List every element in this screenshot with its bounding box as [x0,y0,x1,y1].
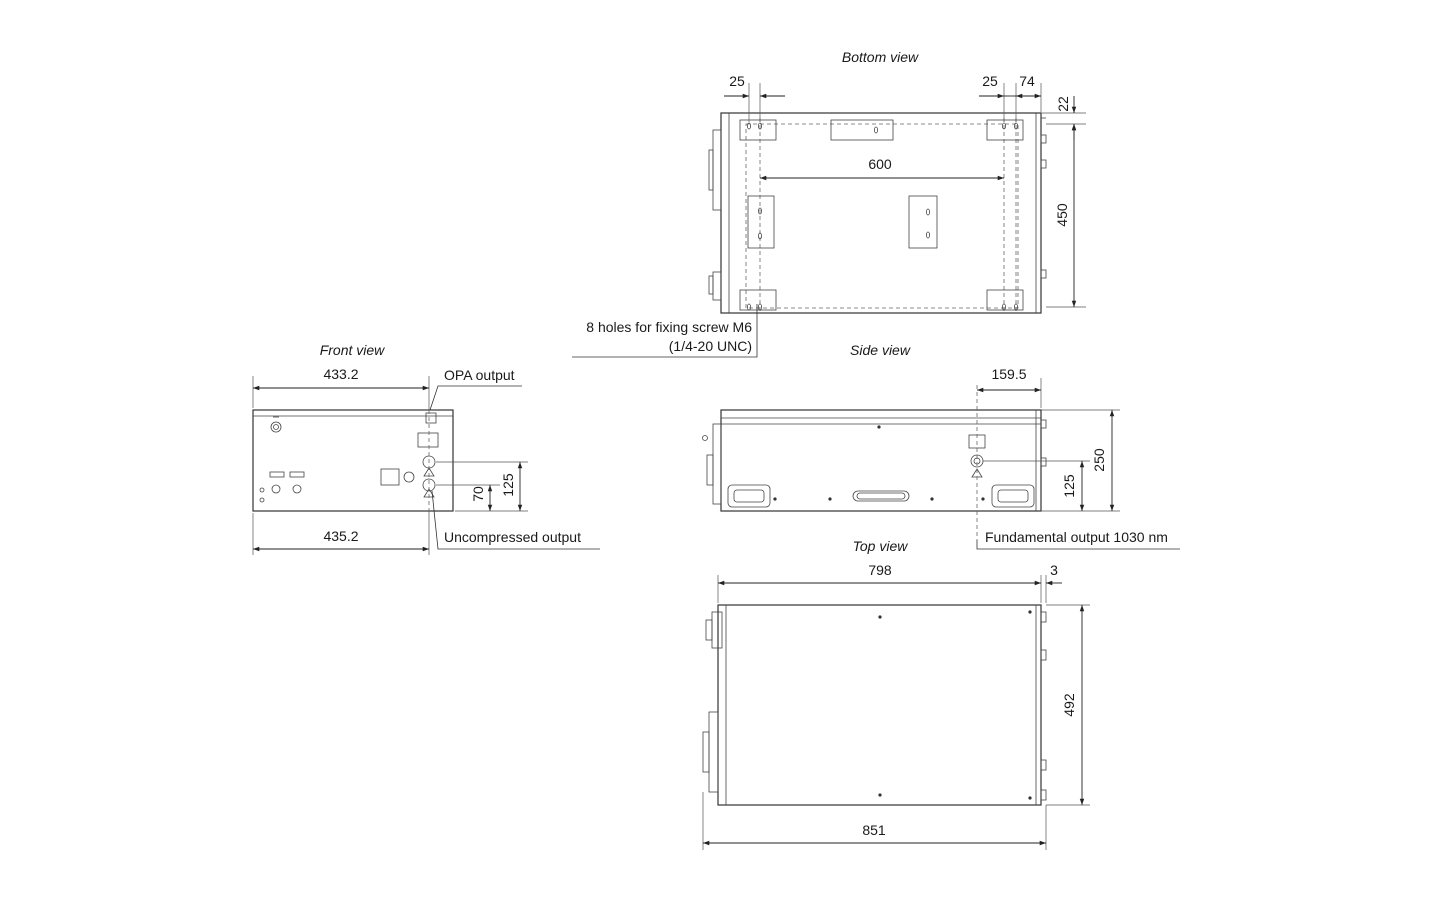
dim-bottom-25-right: 25 [982,73,998,89]
dim-top-3: 3 [1050,562,1058,578]
holes-callout-line1: 8 holes for fixing screw M6 [586,319,752,335]
fixing-holes [747,122,1019,311]
dim-front-435-2: 435.2 [323,528,358,544]
holes-callout-line2: (1/4-20 UNC) [669,338,752,354]
side-handle-left [727,484,771,508]
side-view: Side view 159.5 [702,342,1180,550]
dim-top-798: 798 [868,562,892,578]
dim-bottom-74: 74 [1019,73,1035,89]
front-view-title: Front view [320,342,385,358]
dim-front-125: 125 [500,473,516,497]
dim-bottom-450: 450 [1054,203,1070,227]
bottom-view-title: Bottom view [842,49,919,65]
dim-side-250: 250 [1091,448,1107,472]
dim-bottom-22: 22 [1055,96,1071,112]
dim-bottom-25-left: 25 [729,73,745,89]
foot-plate [830,119,894,141]
dim-front-70: 70 [470,486,486,502]
uncompressed-output-leader [431,490,600,550]
dim-bottom-600: 600 [868,156,892,172]
bracket-plate [747,195,775,249]
front-window [380,468,400,486]
bottom-view: Bottom view [572,49,1086,358]
dim-front-433-2: 433.2 [323,366,358,382]
holes-leader [572,304,758,358]
bracket-plate [908,195,938,249]
dim-side-159-5: 159.5 [991,366,1026,382]
front-view: Front view 433.2 [252,342,600,555]
top-view: Top view 798 3 492 851 [702,538,1090,850]
fundamental-output-leader [976,540,1180,550]
uncompressed-output-label: Uncompressed output [444,529,581,545]
side-housing [720,409,1042,512]
mounting-frame [745,123,1019,309]
top-view-title: Top view [853,538,909,554]
foot-plate [739,119,777,141]
top-housing [717,604,1042,806]
dim-top-492: 492 [1061,693,1077,717]
fundamental-output-label: Fundamental output 1030 nm [985,529,1168,545]
foot-plate [739,289,777,311]
front-housing [252,409,454,512]
bottom-housing [720,112,1042,314]
side-view-title: Side view [850,342,911,358]
front-connectors [259,471,305,503]
opa-output-label: OPA output [444,367,515,383]
side-slot [852,490,910,502]
dim-top-851: 851 [862,822,886,838]
dim-side-125: 125 [1061,474,1077,498]
foot-plate [986,119,1024,141]
opa-output-leader [429,385,522,411]
side-handle-right [991,484,1035,508]
front-port [403,471,415,483]
